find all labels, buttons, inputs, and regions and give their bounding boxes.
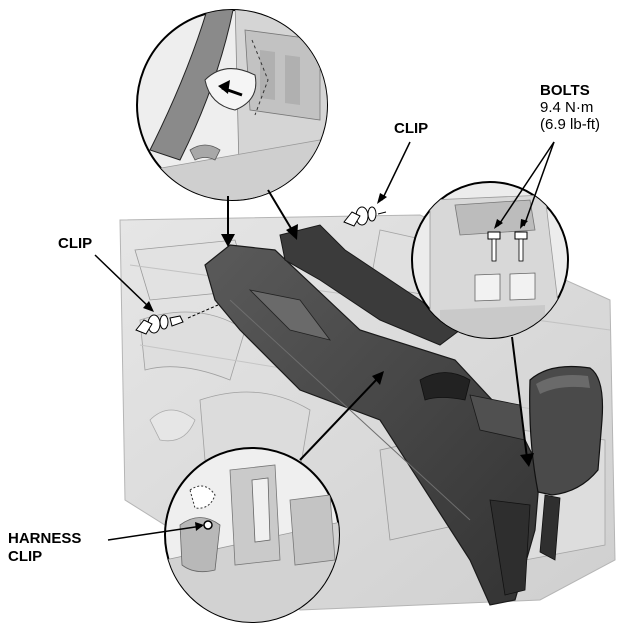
- leader-arrows-top: [221, 189, 298, 247]
- clip-top-label: CLIP: [394, 120, 429, 137]
- bolt-left: [487, 231, 501, 262]
- clip-left-part: [94, 254, 219, 335]
- harness-clip-label-line2: CLIP: [8, 548, 43, 565]
- clip-left-label: CLIP: [58, 235, 93, 252]
- bolts-torque-metric: 9.4 N·m: [540, 99, 594, 116]
- bolts-torque-imperial: (6.9 lb-ft): [540, 116, 601, 133]
- harness-clip-label-line1: HARNESS: [8, 530, 82, 547]
- leader-arrow-harness: [299, 371, 384, 461]
- clip-top-part: [343, 141, 411, 227]
- detail-circle-bolts: [411, 141, 569, 339]
- center-console: [204, 224, 541, 606]
- leader-arrow-bolts: [511, 336, 534, 467]
- armrest-lid: [529, 365, 604, 561]
- detail-circle-top: [136, 9, 328, 201]
- bolts-label: BOLTS: [540, 82, 590, 99]
- detail-circle-harness: [107, 447, 340, 623]
- bolt-right: [514, 231, 528, 262]
